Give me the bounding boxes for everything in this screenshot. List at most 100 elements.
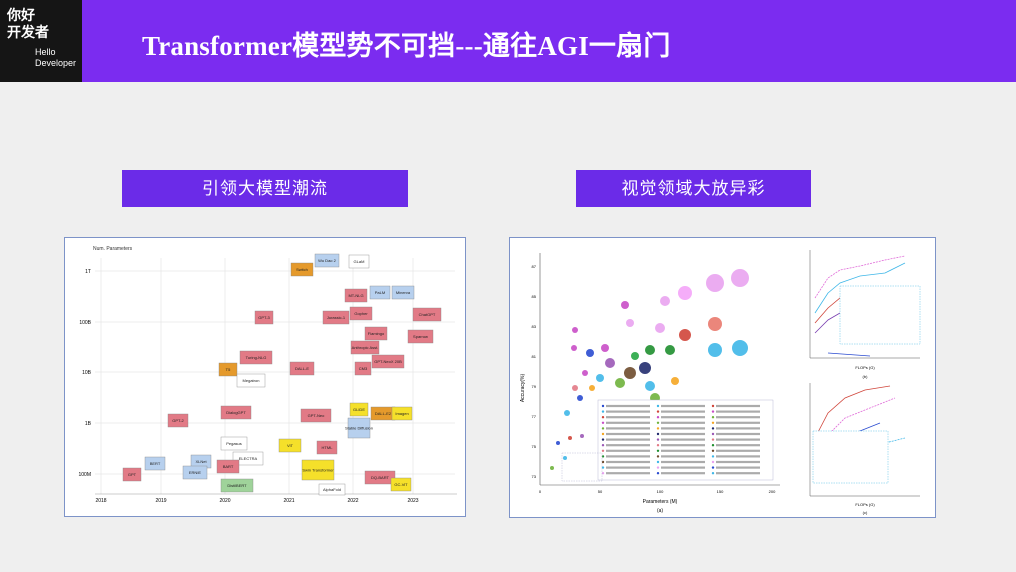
scatter-point	[678, 286, 692, 300]
model-box	[290, 262, 314, 277]
legend-text-line	[716, 455, 760, 458]
legend-marker	[601, 460, 605, 464]
scatter-point	[731, 269, 749, 287]
legend-marker	[711, 404, 715, 408]
x-tick: 2023	[407, 498, 418, 504]
model-label: GPT-Neo	[308, 413, 325, 418]
y-tick: 73	[532, 474, 537, 479]
right-section-heading: 视觉领域大放异彩	[576, 170, 811, 207]
model-label: BART	[223, 464, 234, 469]
llm-timeline-figure: Num. Parameters 1T 100B 10B 1B 100M 2018…	[64, 237, 466, 517]
model-label: BERT	[150, 461, 161, 466]
legend-frame-small	[561, 452, 603, 482]
series-line	[814, 262, 906, 314]
model-label: DialogGPT	[226, 410, 246, 415]
legend-text-line	[716, 472, 760, 475]
model-label: Gopher	[354, 311, 368, 316]
model-box	[391, 406, 413, 421]
model-label: ViT	[287, 443, 293, 448]
caption-b: (b)	[863, 374, 869, 379]
scatter-point	[639, 362, 651, 374]
legend-text-line	[716, 460, 760, 464]
y-tick: 83	[532, 324, 537, 329]
legend-marker	[601, 449, 605, 452]
y-tick: 77	[532, 414, 537, 419]
series-line	[814, 255, 906, 299]
model-box	[364, 326, 388, 341]
x-tick: 2018	[95, 498, 106, 504]
scatter-point	[660, 296, 670, 306]
model-box	[364, 470, 396, 485]
model-box	[350, 340, 380, 355]
model-label: Minerva	[396, 290, 411, 295]
legend-marker	[601, 421, 605, 424]
scatter-point	[601, 344, 609, 352]
model-label: AlphaFold	[323, 487, 341, 492]
logo-line-2: 开发者	[7, 24, 49, 40]
legend-marker	[601, 444, 605, 447]
model-label: Flamingo	[368, 331, 385, 336]
legend-text-line	[661, 460, 705, 464]
legend-block	[561, 399, 774, 482]
legend-text-line	[661, 416, 705, 419]
caption-a: (a)	[657, 508, 663, 514]
model-box	[182, 465, 208, 480]
model-box	[412, 307, 442, 322]
legend-marker	[656, 444, 660, 447]
scatter-point	[621, 301, 629, 309]
model-box	[348, 254, 370, 269]
axis-title: Num. Parameters	[93, 246, 133, 252]
model-box	[122, 467, 142, 482]
legend-text-line	[606, 404, 650, 408]
model-label: GPT	[128, 472, 137, 477]
y-tick: 1T	[85, 269, 91, 275]
model-box	[220, 436, 248, 451]
model-box	[322, 310, 350, 325]
scatter-point	[706, 274, 724, 292]
y-axis-label: Accuracy(%)	[520, 373, 526, 402]
legend-text-line	[606, 416, 650, 419]
model-label: HTML	[322, 445, 334, 450]
legend-marker	[656, 466, 660, 469]
y-tick: 85	[532, 294, 537, 299]
logo-line-4: Developer	[35, 58, 77, 68]
vision-accuracy-figure: Accuracy(%) Parameters (M) (a) 87 85 83 …	[509, 237, 936, 518]
model-label: GLaM	[354, 259, 365, 264]
scatter-point	[589, 385, 595, 391]
model-box	[144, 456, 166, 471]
model-label: T5	[226, 367, 231, 372]
legend-marker	[711, 416, 715, 419]
legend-text-line	[606, 472, 650, 475]
model-box	[347, 417, 371, 439]
model-label: XLNet	[195, 459, 207, 464]
scatter-point	[671, 377, 679, 385]
scatter-point	[564, 410, 570, 416]
legend-text-line	[606, 438, 650, 441]
x-tick: 2021	[283, 498, 294, 504]
legend-frame-b	[839, 285, 921, 345]
scatter-point	[572, 327, 578, 333]
model-box	[216, 459, 240, 474]
legend-text-line	[661, 466, 705, 469]
legend-text-line	[606, 410, 650, 413]
legend-text-line	[716, 427, 760, 430]
legend-marker	[711, 466, 715, 469]
model-box	[278, 438, 302, 453]
scatter-bubbles	[550, 269, 749, 470]
legend-marker	[711, 449, 715, 452]
scatter-point	[708, 317, 722, 331]
scatter-point	[624, 367, 636, 379]
legend-marker	[601, 427, 605, 430]
scatter-point	[645, 345, 655, 355]
scatter-point	[605, 358, 615, 368]
model-box	[407, 329, 434, 344]
scatter-point	[631, 352, 639, 360]
legend-marker	[656, 432, 660, 436]
legend-marker	[711, 438, 715, 441]
model-label: DALL-E2	[375, 411, 392, 416]
x-tick: 2020	[219, 498, 230, 504]
legend-text-line	[606, 427, 650, 430]
logo-line-3: Hello	[35, 47, 56, 57]
